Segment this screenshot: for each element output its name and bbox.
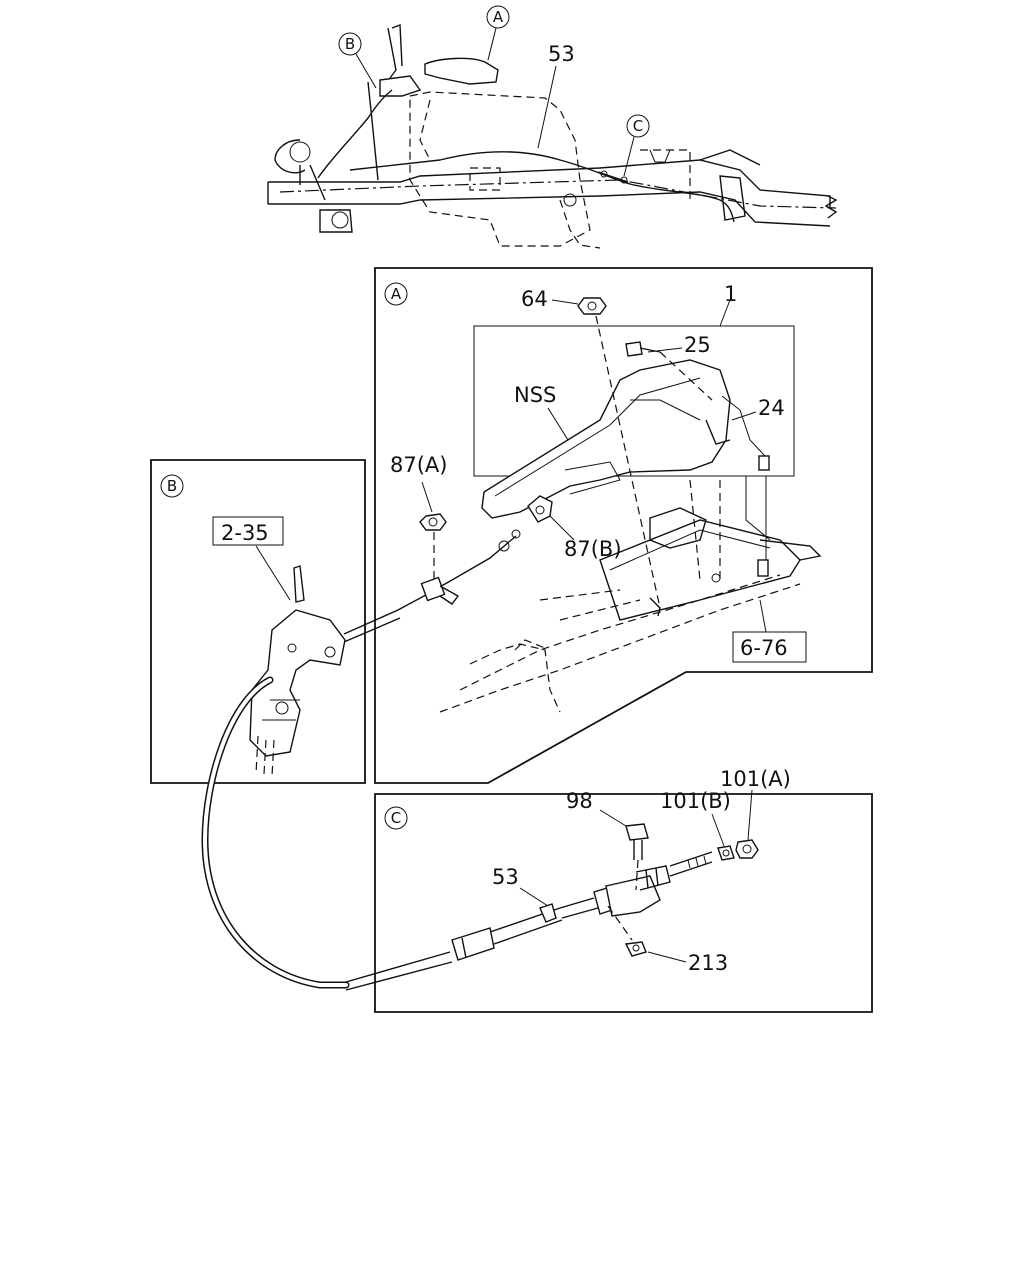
label-24-group: 24 bbox=[731, 396, 785, 421]
label-6-76: 6-76 bbox=[740, 636, 788, 660]
frame-a-callout: A bbox=[391, 285, 402, 303]
label-25: 25 bbox=[684, 333, 711, 357]
bolt-98: 98 bbox=[566, 789, 649, 891]
svg-text:53: 53 bbox=[548, 42, 575, 66]
nut-101a: 101(A) bbox=[720, 767, 791, 859]
label-101a: 101(A) bbox=[720, 767, 791, 791]
label-98: 98 bbox=[566, 789, 593, 813]
frame-b-callout: B bbox=[167, 477, 177, 495]
svg-text:C: C bbox=[633, 117, 643, 135]
parking-brake-lever bbox=[481, 359, 770, 519]
detail-frame-a: A bbox=[374, 267, 873, 784]
label-53-detail: 53 bbox=[492, 865, 519, 889]
cable-front-section bbox=[343, 529, 521, 643]
nss-label-group: NSS bbox=[514, 383, 569, 441]
overview-callout-b: B bbox=[338, 32, 377, 89]
overview-callout-c: C bbox=[623, 114, 650, 177]
overview-callout-a: A bbox=[486, 5, 510, 61]
frame-c-callout: C bbox=[391, 809, 401, 827]
washer-213: 213 bbox=[624, 941, 728, 975]
ref-6-76: 6-76 bbox=[732, 599, 807, 663]
overview-vehicle-frame bbox=[267, 24, 838, 249]
nut-101b: 101(B) bbox=[660, 789, 735, 861]
label-1: 1 bbox=[724, 282, 737, 306]
nut-64: 64 bbox=[521, 287, 661, 609]
label-213: 213 bbox=[688, 951, 728, 975]
shifter-bracket bbox=[249, 565, 346, 777]
label-87a: 87(A) bbox=[390, 453, 447, 477]
part-87b: 87(B) bbox=[527, 495, 622, 561]
bolt-25: 25 bbox=[625, 333, 713, 401]
label-87b: 87(B) bbox=[564, 537, 622, 561]
overview-label-53: 53 bbox=[537, 42, 575, 149]
svg-text:B: B bbox=[345, 35, 355, 53]
label-64: 64 bbox=[521, 287, 548, 311]
label-24: 24 bbox=[758, 396, 785, 420]
cable-loop bbox=[201, 676, 350, 989]
floor-tunnel-structure bbox=[439, 476, 822, 713]
detail-frame-c: C bbox=[374, 793, 873, 1013]
nut-87a: 87(A) bbox=[390, 453, 447, 590]
svg-text:A: A bbox=[493, 8, 504, 26]
label-nss: NSS bbox=[514, 383, 556, 407]
lever-assembly-box: 1 bbox=[473, 282, 795, 477]
detail-frame-b: B 2-35 bbox=[150, 459, 366, 784]
label-2-35: 2-35 bbox=[221, 521, 269, 545]
cable-53-detail: 53 bbox=[345, 851, 713, 991]
label-101b: 101(B) bbox=[660, 789, 731, 813]
